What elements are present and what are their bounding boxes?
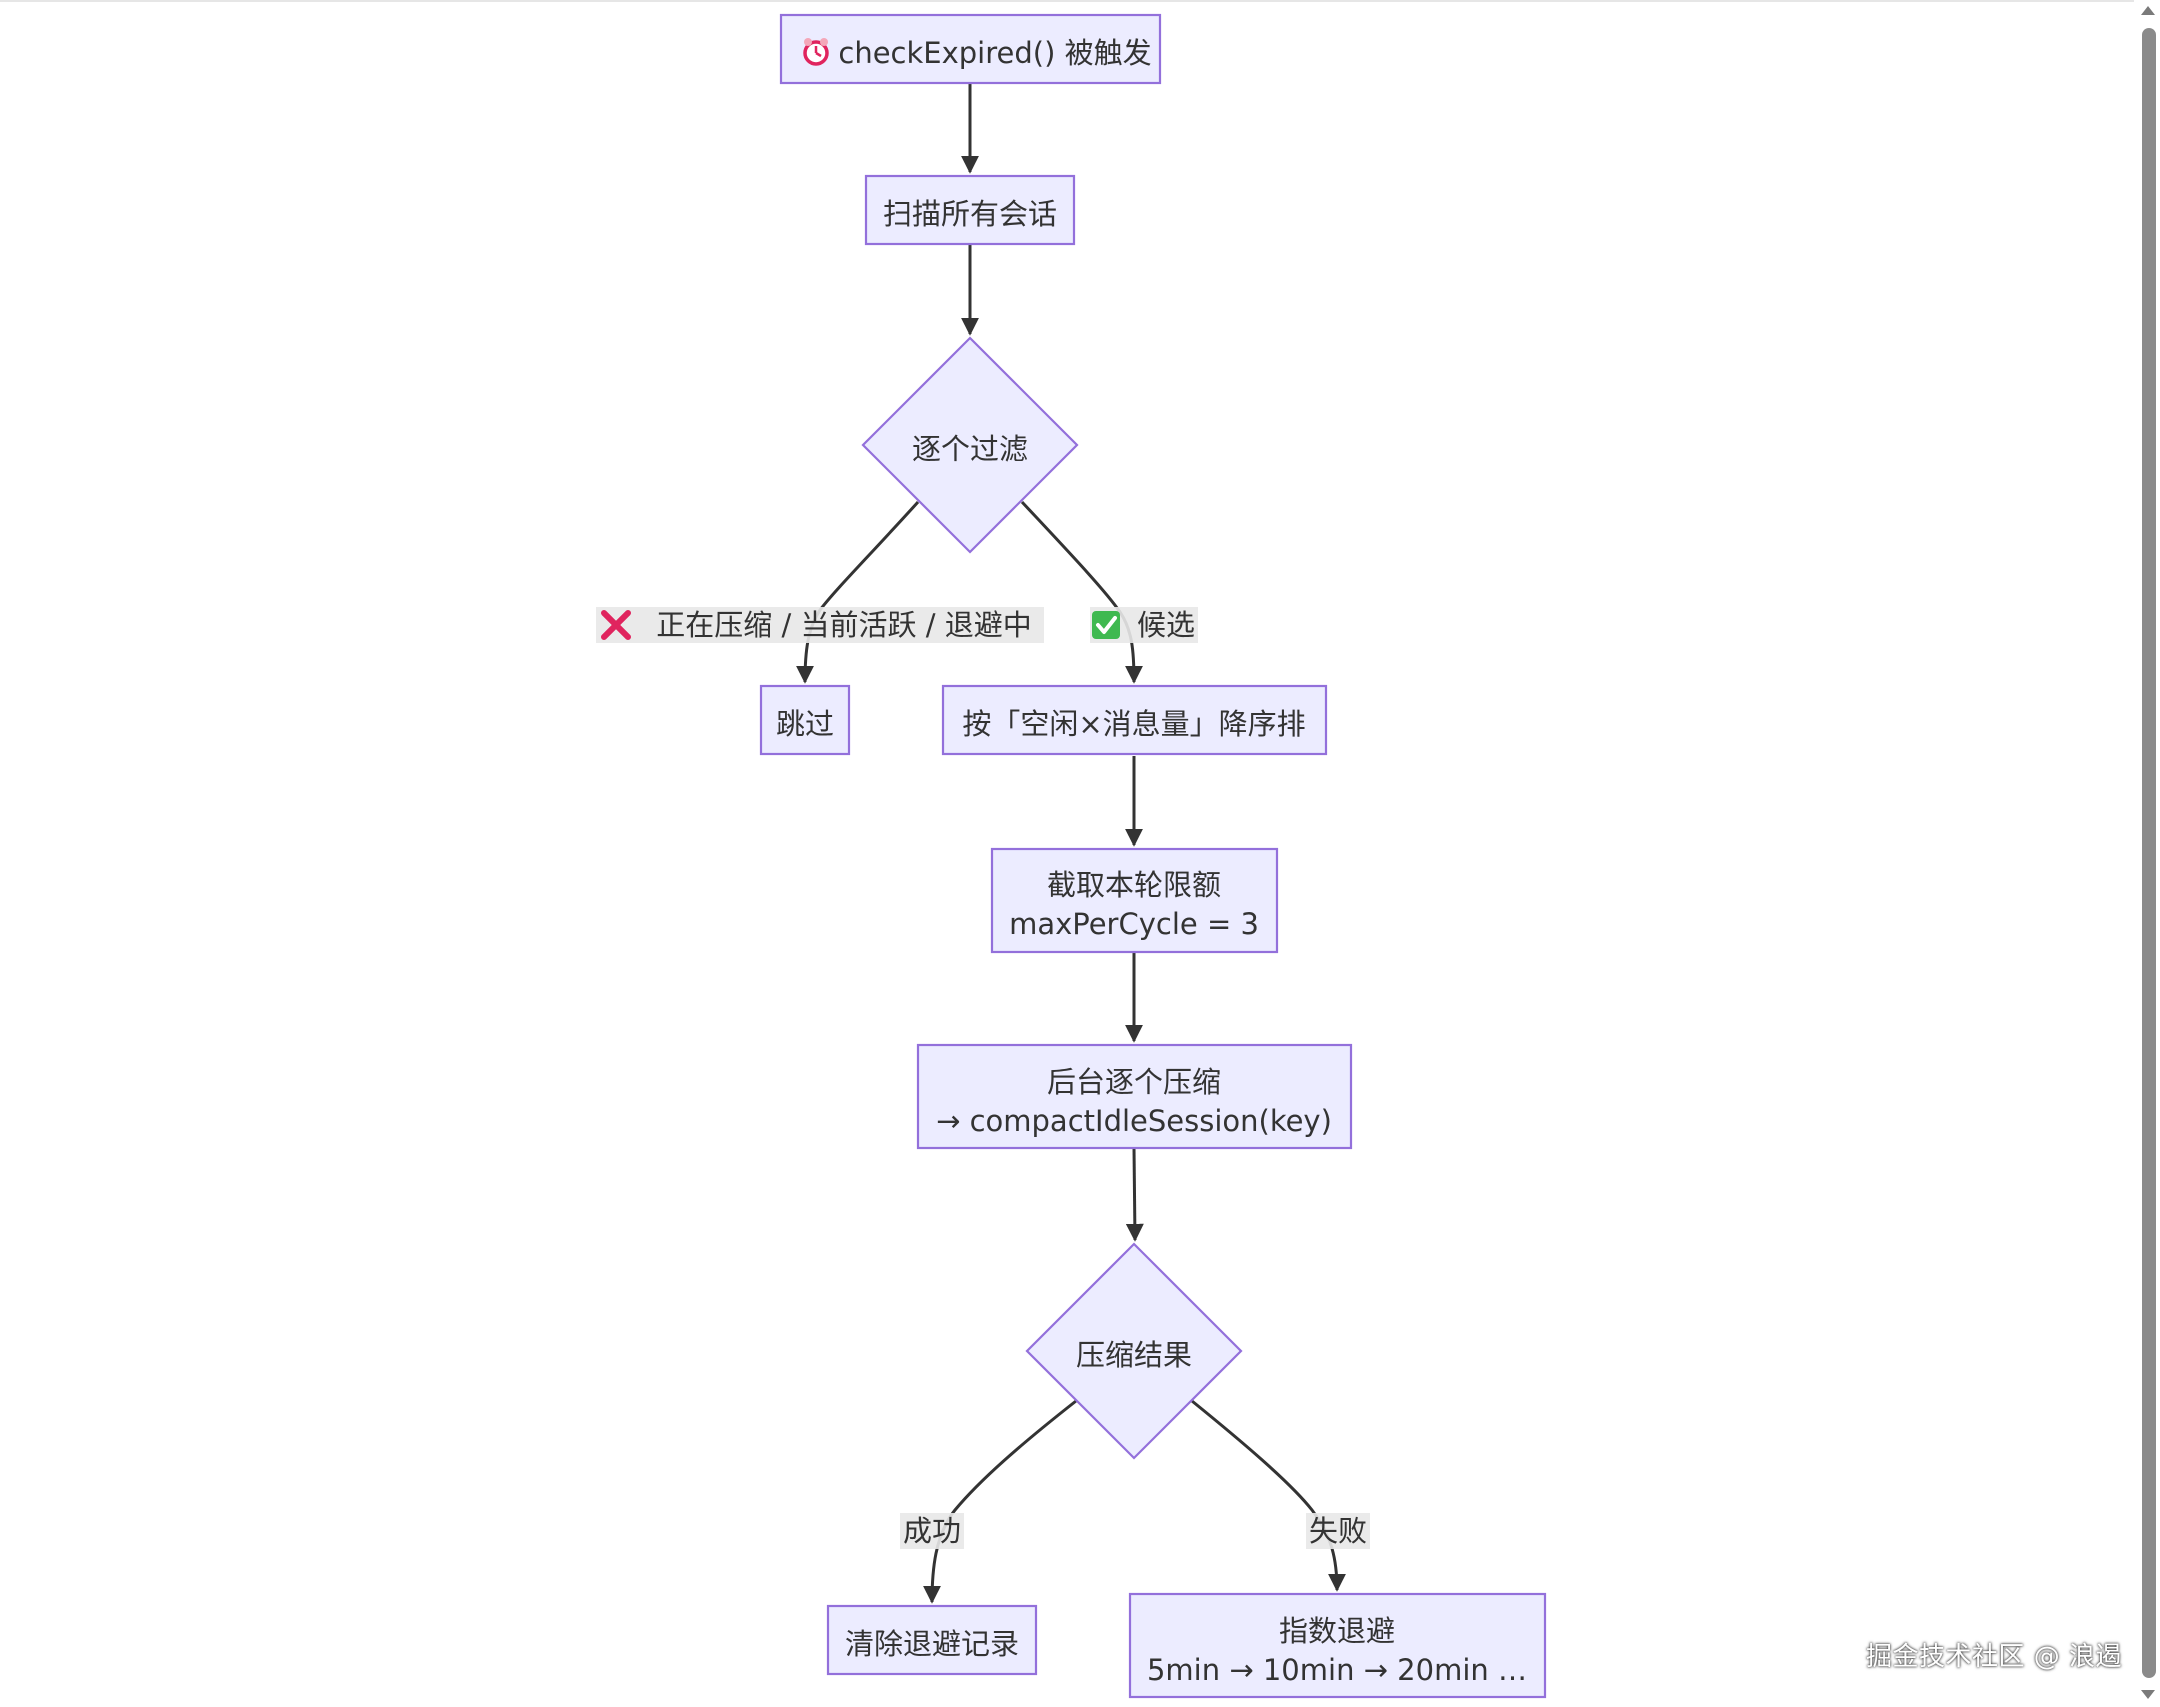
node-filter-decision: 逐个过滤 bbox=[861, 336, 1079, 554]
node-exponential-backoff: 指数退避 5min → 10min → 20min … bbox=[1128, 1592, 1547, 1699]
node-sort-text: 按「空闲×消息量」降序排 bbox=[962, 707, 1305, 741]
scroll-down-arrow-icon[interactable] bbox=[2141, 1690, 2155, 1699]
node-filter-decision-text: 逐个过滤 bbox=[912, 432, 1028, 466]
node-compact-line1: 后台逐个压缩 bbox=[1047, 1065, 1221, 1099]
node-result-decision: 压缩结果 bbox=[1025, 1242, 1243, 1460]
edge-result-to-backoff bbox=[1191, 1399, 1346, 1592]
node-compact-line2: → compactIdleSession(key) bbox=[936, 1104, 1332, 1138]
alarm-clock-icon bbox=[803, 38, 829, 66]
node-compact: 后台逐个压缩 → compactIdleSession(key) bbox=[916, 1043, 1353, 1150]
edge-filter-to-skip bbox=[796, 500, 920, 684]
edge-label-candidate: 候选 bbox=[1090, 607, 1198, 643]
edge-label-success: 成功 bbox=[900, 1513, 964, 1549]
node-clear-backoff-text: 清除退避记录 bbox=[845, 1627, 1019, 1661]
node-scan-sessions: 扫描所有会话 bbox=[864, 174, 1076, 246]
edge-label-success-text: 成功 bbox=[903, 1514, 961, 1548]
edge-label-skip-conditions: 正在压缩 / 当前活跃 / 退避中 bbox=[596, 607, 1044, 643]
edge-label-failure-text: 失败 bbox=[1309, 1514, 1367, 1548]
check-mark-icon bbox=[1092, 611, 1120, 639]
node-scan-sessions-text: 扫描所有会话 bbox=[883, 197, 1057, 231]
node-backoff-line2: 5min → 10min → 20min … bbox=[1147, 1653, 1527, 1687]
node-backoff-line1: 指数退避 bbox=[1279, 1614, 1395, 1648]
edge-result-to-clear bbox=[923, 1399, 1077, 1604]
edge-filter-to-sort bbox=[1020, 500, 1143, 684]
node-skip-text: 跳过 bbox=[776, 707, 834, 741]
node-limit-line2: maxPerCycle = 3 bbox=[1009, 907, 1259, 941]
edge-label-candidate-text: 候选 bbox=[1137, 608, 1195, 642]
edge-label-failure: 失败 bbox=[1306, 1513, 1370, 1549]
top-border bbox=[0, 0, 2160, 2]
node-skip: 跳过 bbox=[759, 684, 851, 756]
node-check-expired: checkExpired() 被触发 bbox=[779, 13, 1162, 85]
watermark: 掘金技术社区 @ 浪遏 bbox=[1865, 1642, 2122, 1672]
edge-label-skip-text: 正在压缩 / 当前活跃 / 退避中 bbox=[656, 608, 1031, 642]
scrollbar-thumb[interactable] bbox=[2142, 28, 2156, 1678]
cross-mark-icon bbox=[601, 610, 631, 640]
node-sort: 按「空闲×消息量」降序排 bbox=[941, 684, 1328, 756]
scroll-up-arrow-icon[interactable] bbox=[2141, 6, 2155, 15]
node-clear-backoff: 清除退避记录 bbox=[826, 1604, 1038, 1676]
node-limit-line1: 截取本轮限额 bbox=[1047, 868, 1221, 902]
node-result-decision-text: 压缩结果 bbox=[1076, 1338, 1192, 1372]
node-limit: 截取本轮限额 maxPerCycle = 3 bbox=[990, 847, 1279, 954]
vertical-scrollbar[interactable] bbox=[2134, 0, 2160, 1707]
node-check-expired-text: checkExpired() 被触发 bbox=[838, 36, 1151, 70]
edge-compact-to-result bbox=[1125, 1147, 1144, 1242]
